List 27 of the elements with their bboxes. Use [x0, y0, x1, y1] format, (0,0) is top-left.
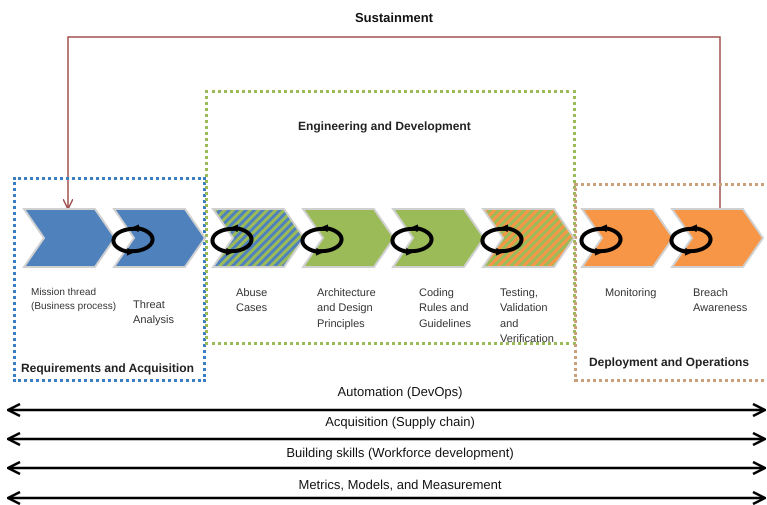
- step-label: Coding Rules and Guidelines: [419, 286, 472, 332]
- step-label: Mission thread (Business process): [31, 286, 118, 314]
- step-label: Testing, Validation and Verification: [500, 286, 555, 348]
- step-label: Monitoring: [605, 286, 658, 301]
- cycle-arrow: [210, 224, 254, 256]
- cycle-arrow: [580, 224, 622, 256]
- step-label: Breach Awareness: [693, 286, 748, 316]
- dotted-frame: [574, 183, 767, 382]
- bar-label: Building skills (Workforce development): [286, 445, 514, 460]
- cycle-arrow: [112, 224, 154, 256]
- cycle-arrow: [480, 224, 524, 256]
- bar-label: Acquisition (Supply chain): [325, 414, 475, 429]
- dotted-frame: [205, 90, 576, 345]
- cycle-arrow: [300, 224, 344, 256]
- group-title: Deployment and Operations: [589, 355, 750, 369]
- cycle-arrow: [390, 224, 434, 256]
- dotted-frame: [13, 177, 206, 382]
- connector-arrow: [62, 36, 721, 210]
- bar-label: Metrics, Models, and Measurement: [298, 477, 502, 492]
- cycle-arrow: [670, 224, 712, 256]
- bar-label: Automation (DevOps): [338, 384, 462, 399]
- step-label: Abuse Cases: [236, 286, 268, 316]
- group-title: Requirements and Acquisition: [21, 361, 194, 375]
- step-label: Threat Analysis: [133, 298, 175, 328]
- group-title: Engineering and Development: [298, 119, 471, 133]
- step-label: Architecture and Design Principles: [317, 286, 377, 332]
- edge-label: Sustainment: [355, 10, 433, 25]
